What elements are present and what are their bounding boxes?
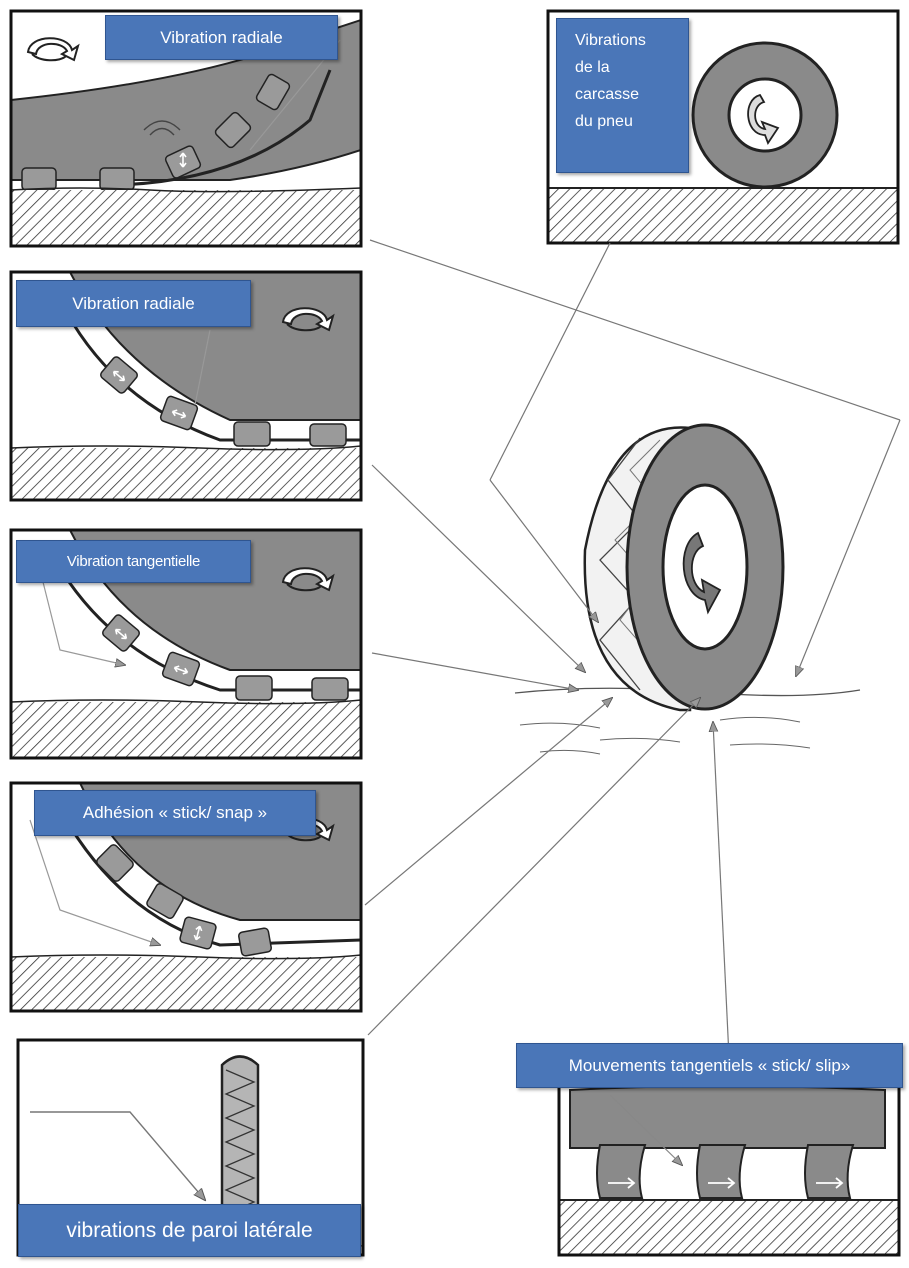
label-adhesion-stick-snap: Adhésion « stick/ snap » xyxy=(34,790,316,836)
label-tangential-vibration: Vibration tangentielle xyxy=(16,540,251,583)
label-sidewall-vibrations: vibrations de paroi latérale xyxy=(18,1204,361,1257)
label-stick-slip: Mouvements tangentiels « stick/ slip» xyxy=(516,1043,903,1088)
label-radial-vibration-1: Vibration radiale xyxy=(105,15,338,60)
panel-stick-slip xyxy=(559,1078,899,1255)
label-carcass-vibrations: Vibrations de la carcasse du pneu xyxy=(556,18,689,173)
central-tire xyxy=(515,425,860,754)
label-radial-vibration-2: Vibration radiale xyxy=(16,280,251,327)
